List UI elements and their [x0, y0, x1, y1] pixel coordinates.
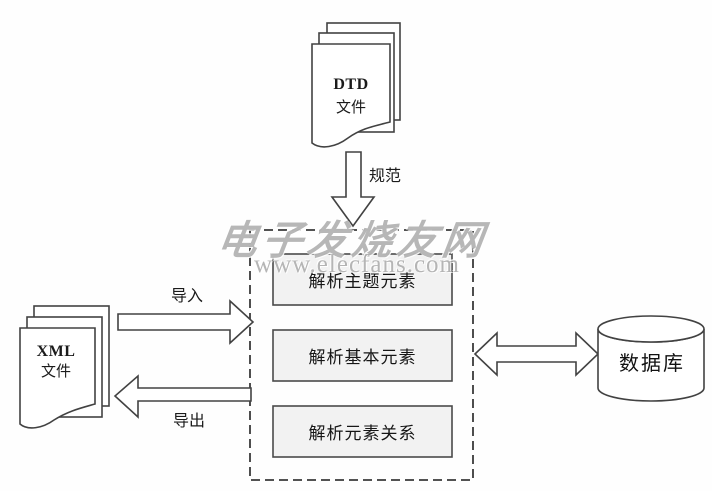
step-label-parse-relation: 解析元素关系 — [308, 424, 417, 443]
step-box-parse-topic — [272, 253, 453, 306]
xml-stack-title: XML — [36, 343, 76, 360]
parser-dashed-box — [249, 229, 474, 481]
import-arrow-label: 导入 — [170, 288, 204, 305]
export-arrow-label: 导出 — [172, 413, 206, 430]
step-label-parse-basic: 解析基本元素 — [308, 348, 417, 367]
spec-arrow-label: 规范 — [369, 168, 402, 185]
db-sync-arrow — [473, 331, 600, 377]
dtd-page-front — [311, 43, 391, 148]
step-box-parse-basic — [272, 329, 453, 382]
export-arrow — [113, 374, 252, 419]
import-arrow — [117, 299, 255, 345]
xml-page-front — [19, 327, 96, 429]
database-top-ellipse — [597, 315, 705, 343]
dtd-document-stack — [311, 22, 401, 148]
dtd-stack-subtitle: 文件 — [335, 100, 367, 116]
xml-stack-subtitle: 文件 — [40, 364, 72, 380]
xml-document-stack — [19, 305, 110, 429]
step-label-parse-topic: 解析主题元素 — [308, 272, 417, 291]
spec-arrow-down — [330, 151, 376, 228]
dtd-stack-title: DTD — [333, 76, 369, 93]
database-cylinder — [597, 315, 705, 402]
database-label: 数据库 — [619, 353, 685, 375]
step-box-parse-relation — [272, 405, 453, 458]
